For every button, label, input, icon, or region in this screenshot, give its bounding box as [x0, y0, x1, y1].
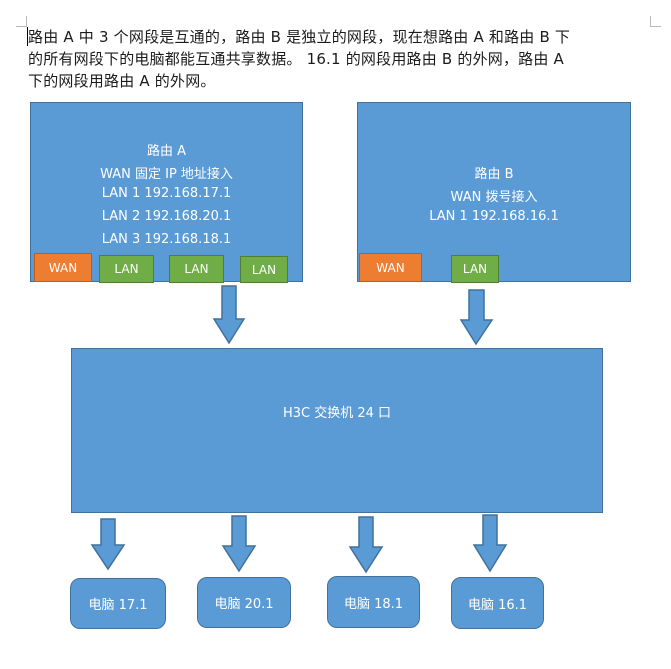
- router-a-wan-desc: WAN 固定 IP 地址接入: [100, 167, 233, 182]
- router-a-lan-port-2: LAN: [169, 255, 224, 283]
- paragraph-line-3: 下的网段用路由 A 的外网。: [28, 72, 216, 90]
- arrow-router-a-to-switch: [212, 285, 246, 345]
- computer-17-1: 电脑 17.1: [70, 578, 166, 629]
- arrow-switch-to-pc-16: [472, 514, 508, 573]
- router-a-lan2: LAN 2 192.168.20.1: [101, 209, 232, 224]
- description-paragraph: 路由 A 中 3 个网段是互通的，路由 B 是独立的网段，现在想路由 A 和路由…: [28, 26, 648, 92]
- router-a-lan1: LAN 1 192.168.17.1: [101, 186, 232, 201]
- computer-18-1: 电脑 18.1: [327, 576, 420, 628]
- switch-label: H3C 交换机 24 口: [282, 406, 392, 421]
- router-a-lan-port-1: LAN: [99, 255, 154, 283]
- computer-20-1: 电脑 20.1: [197, 577, 291, 628]
- router-b-lan1: LAN 1 192.168.16.1: [429, 209, 559, 224]
- router-a-box: 路由 A WAN 固定 IP 地址接入 LAN 1 192.168.17.1 L…: [30, 102, 303, 283]
- page-corner-mark: [16, 16, 27, 27]
- router-b-title: 路由 B: [474, 167, 514, 182]
- paragraph-line-2: 的所有网段下的电脑都能互通共享数据。 16.1 的网段用路由 B 的外网，路由 …: [28, 50, 564, 68]
- switch-box: H3C 交换机 24 口: [71, 348, 603, 513]
- text-cursor: [27, 27, 28, 46]
- router-b-box: 路由 B WAN 拨号接入 LAN 1 192.168.16.1 WAN LAN: [357, 102, 631, 283]
- arrow-switch-to-pc-17: [90, 518, 126, 571]
- computer-16-1: 电脑 16.1: [451, 577, 544, 629]
- arrow-switch-to-pc-20: [221, 515, 257, 573]
- paragraph-line-1: 路由 A 中 3 个网段是互通的，路由 B 是独立的网段，现在想路由 A 和路由…: [28, 28, 571, 46]
- router-a-title: 路由 A: [146, 144, 187, 159]
- page-corner-mark: [650, 16, 661, 27]
- router-b-wan-port: WAN: [359, 253, 422, 282]
- router-b-wan-desc: WAN 拨号接入: [450, 190, 538, 205]
- router-b-lan-port-1: LAN: [451, 255, 499, 283]
- router-a-wan-port: WAN: [34, 253, 92, 282]
- router-a-lan3: LAN 3 192.168.18.1: [101, 232, 232, 247]
- router-a-lan-port-3: LAN: [240, 256, 288, 283]
- arrow-router-b-to-switch: [459, 289, 494, 346]
- arrow-switch-to-pc-18: [348, 516, 384, 574]
